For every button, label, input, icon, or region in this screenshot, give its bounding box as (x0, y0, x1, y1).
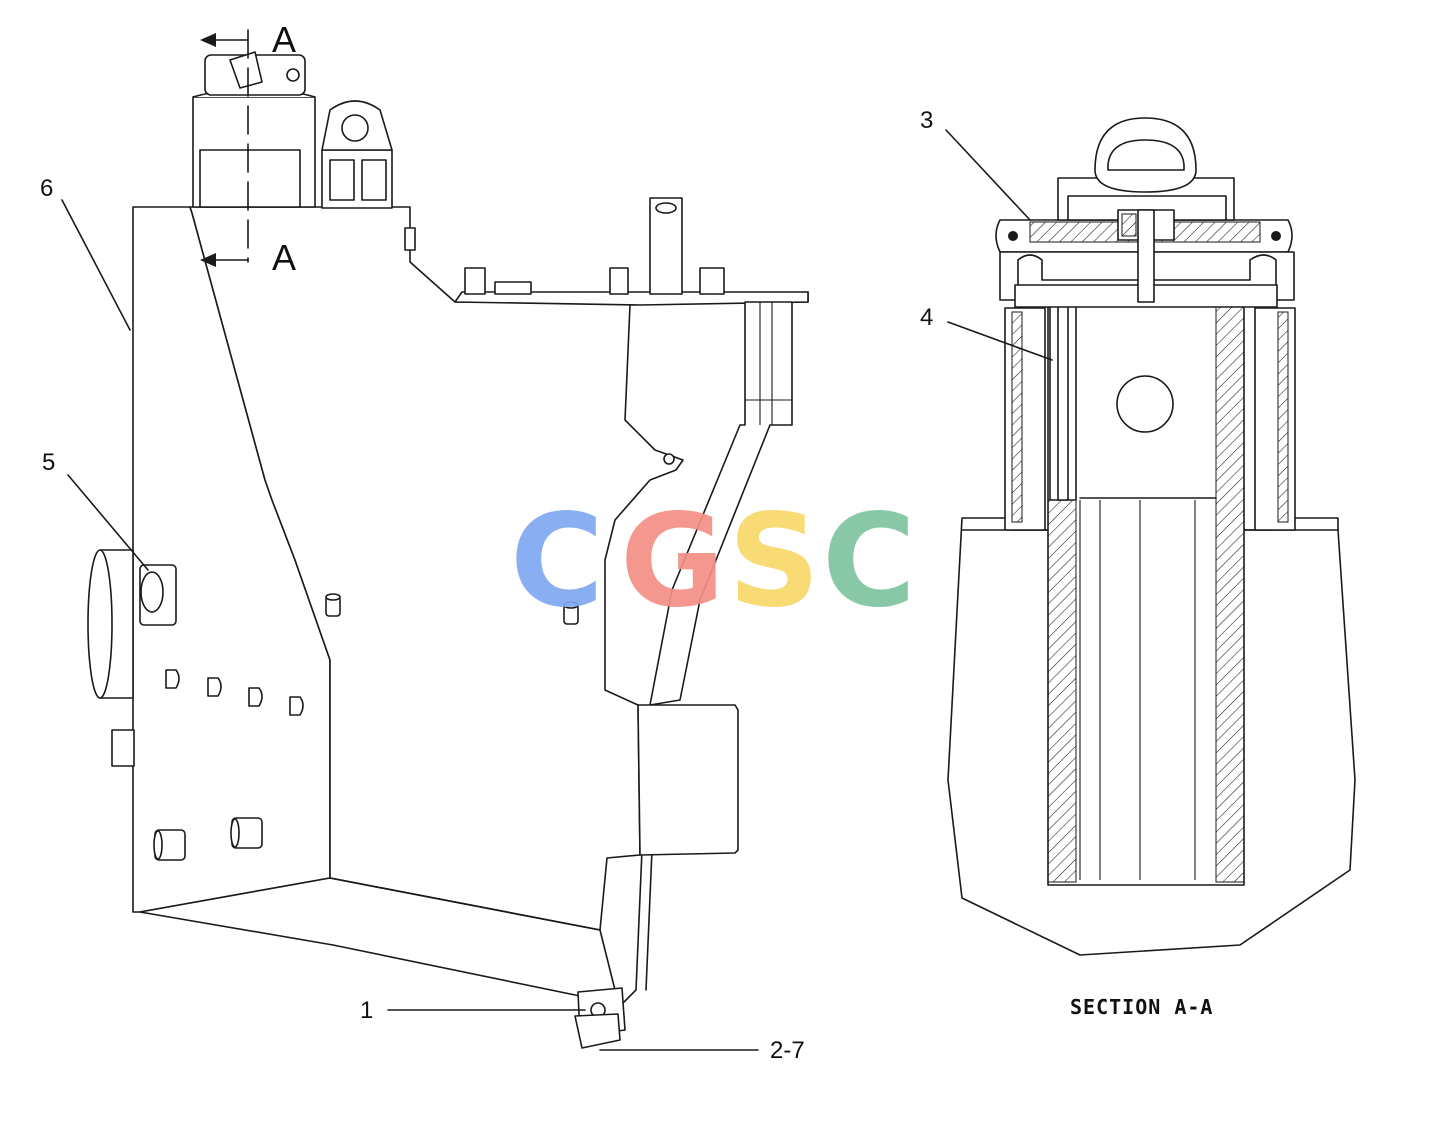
leader-lines (61, 129, 1053, 1051)
watermark-letter-s: S (728, 487, 820, 636)
section-letter-bottom: A (272, 237, 296, 278)
callout-2-7: 2-7 (770, 1037, 805, 1064)
callout-5: 5 (42, 449, 55, 476)
section-letter-top: A (272, 19, 296, 60)
callout-3: 3 (920, 107, 933, 134)
cgsc-watermark: C G S C (510, 487, 916, 636)
callout-1: 1 (360, 997, 373, 1024)
callout-4: 4 (920, 304, 933, 331)
section-title: SECTION A-A (1070, 995, 1213, 1019)
section-cut-marker: A A (200, 19, 296, 278)
watermark-letter-c1: C (510, 487, 604, 636)
watermark-letter-c2: C (822, 487, 916, 636)
section-a-a-view (947, 117, 1356, 956)
watermark-letter-g: G (620, 487, 725, 636)
callout-6: 6 (40, 175, 53, 202)
tank-assembly-view (87, 51, 809, 1049)
